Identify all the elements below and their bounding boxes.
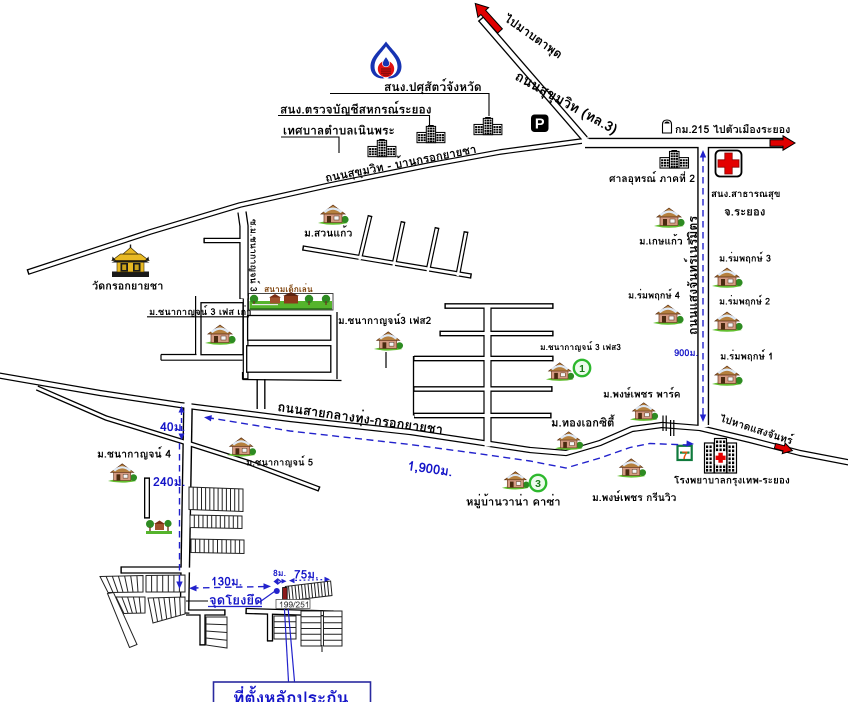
svg-text:P: P <box>535 117 545 133</box>
svg-text:3: 3 <box>535 478 541 490</box>
svg-text:1: 1 <box>579 363 585 375</box>
svg-text:7: 7 <box>682 450 688 462</box>
